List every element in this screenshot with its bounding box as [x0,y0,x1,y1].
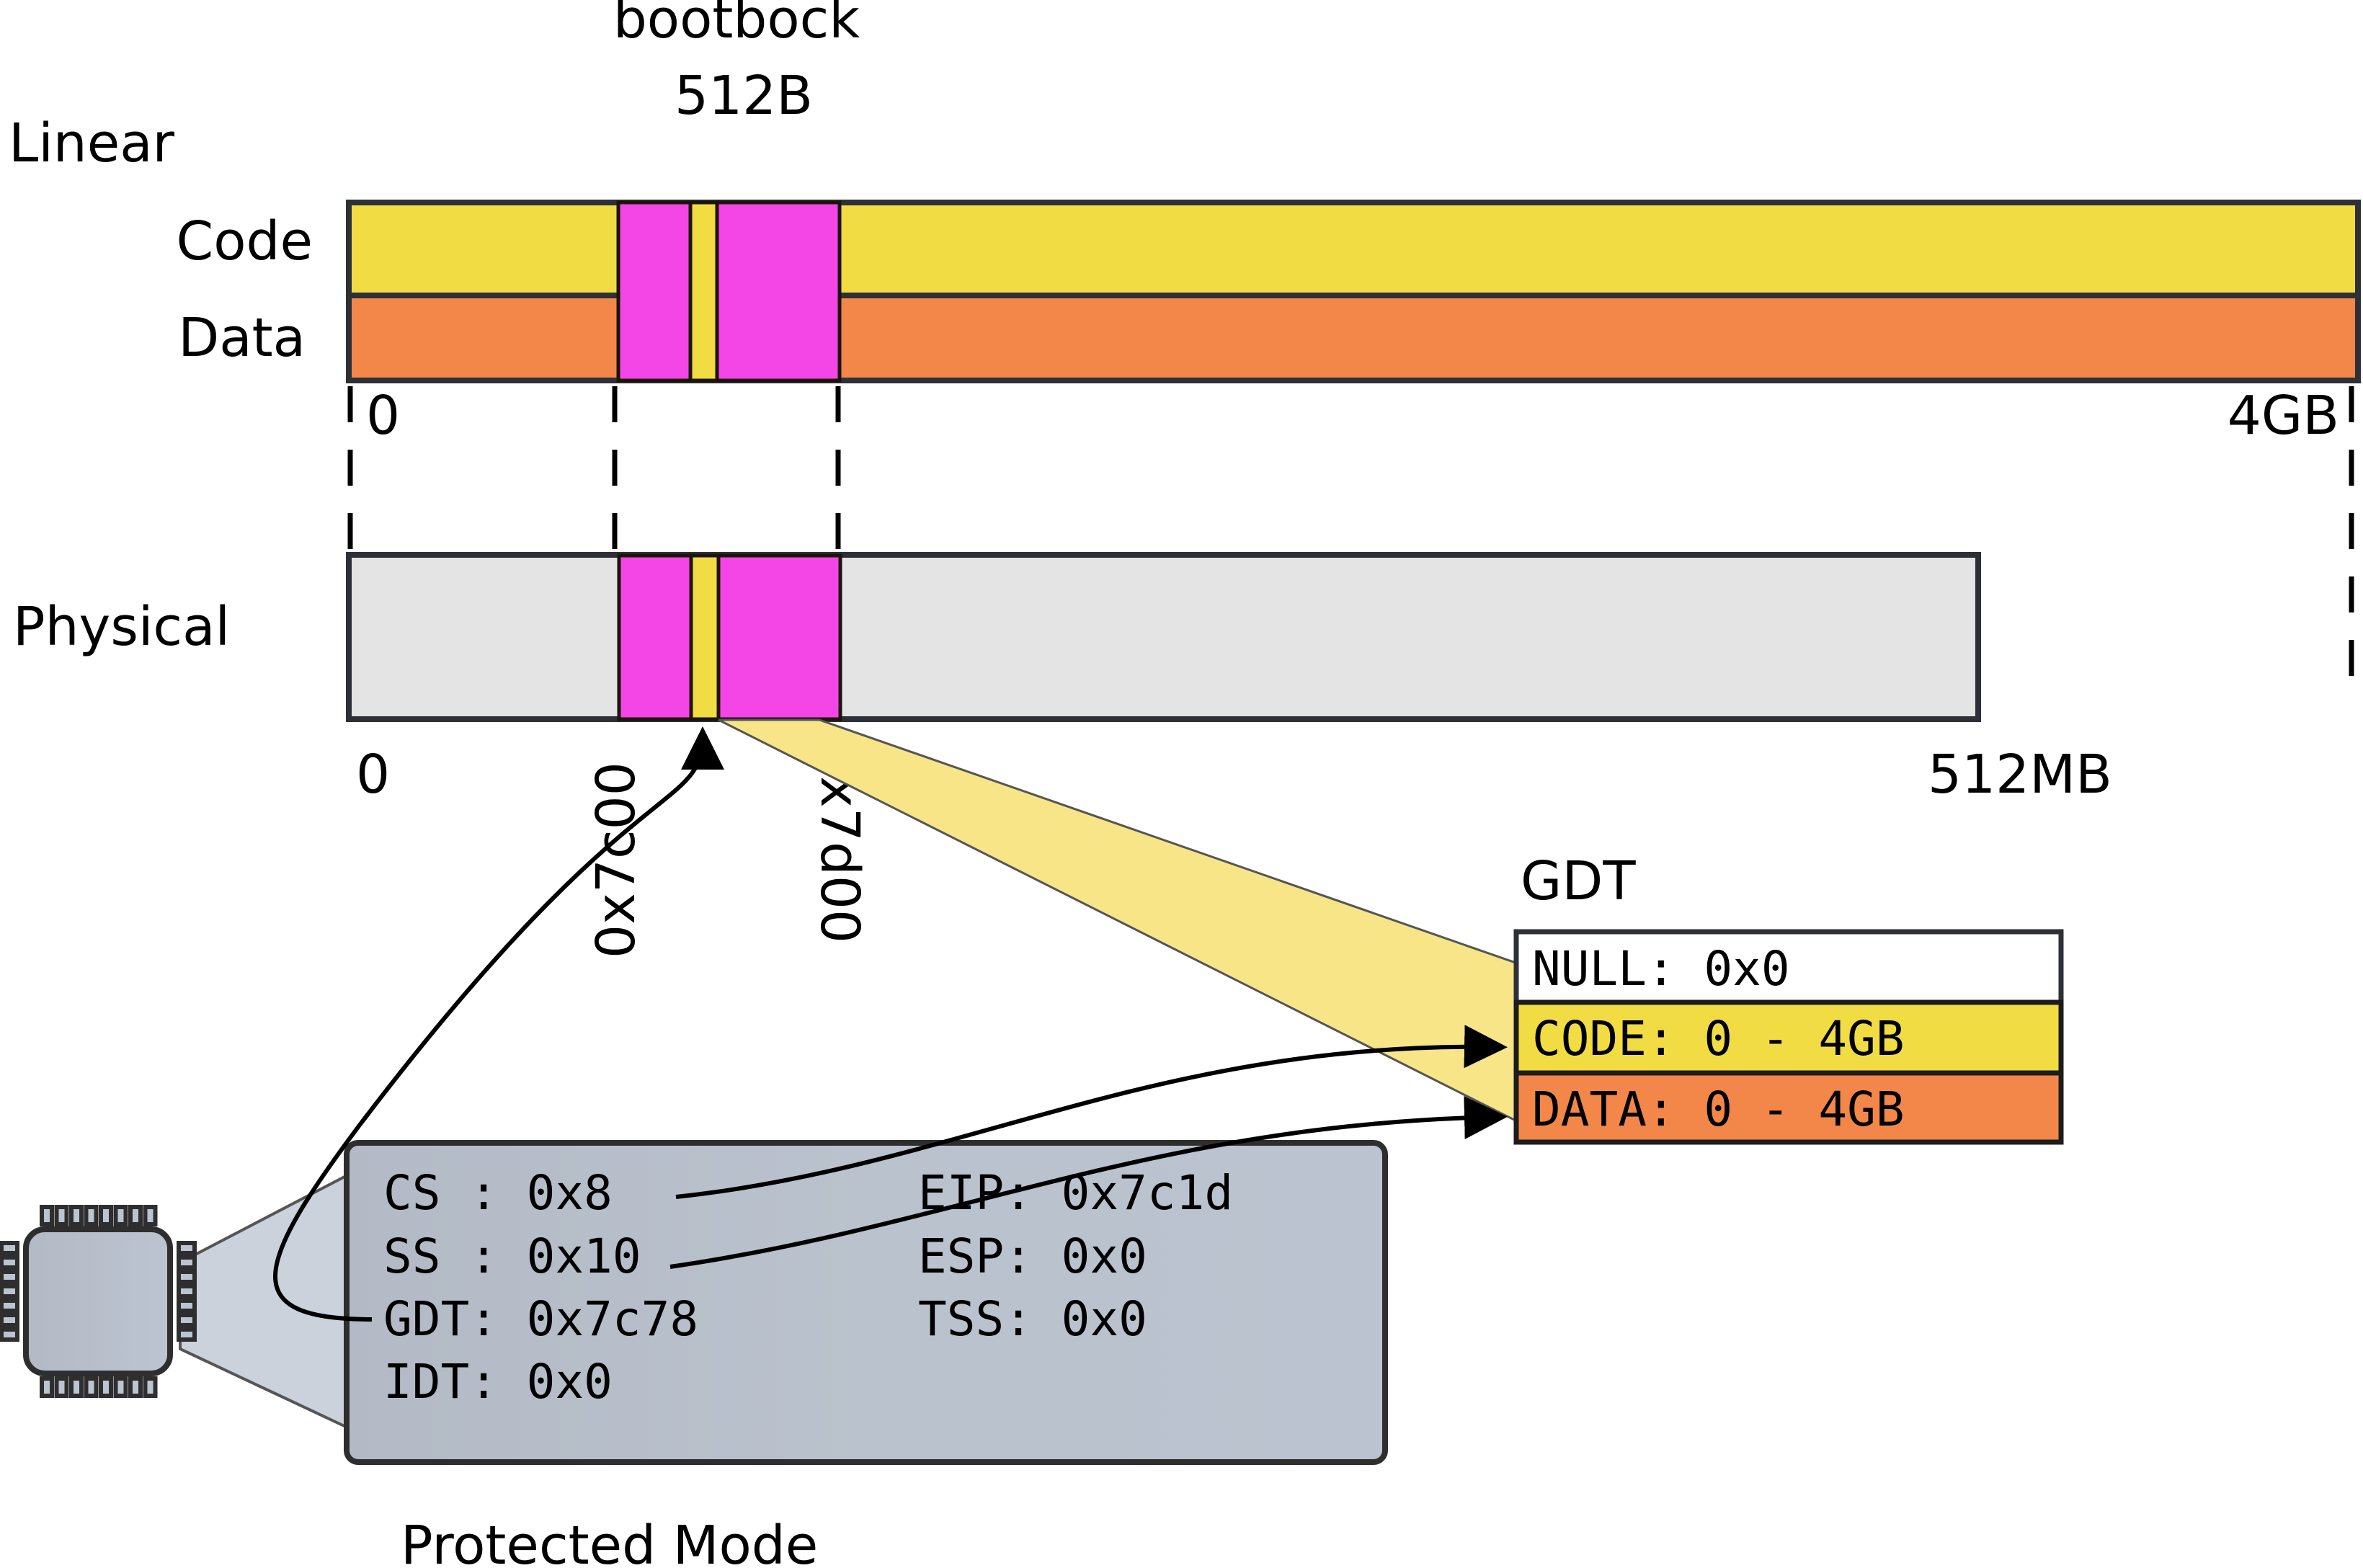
gdt-table: NULL: 0x0 CODE: 0 - 4GB DATA: 0 - 4GB [1513,929,2064,1145]
chip-pin-left [0,1313,19,1327]
chip-pin-right [177,1255,197,1270]
linear-code-label: Code [177,210,313,272]
register-panel [344,1140,1388,1465]
chip-pin-left [0,1284,19,1298]
chip-pin-bottom [128,1376,143,1398]
linear-bar [346,200,2361,383]
physical-bootblock-left [617,553,693,721]
chip-pin-bottom [143,1376,158,1398]
physical-bar [346,552,1981,722]
bootblock-size: 512B [675,65,813,127]
gdt-entry-null-text: NULL: 0x0 [1532,941,1790,997]
chip-pin-right [177,1241,197,1255]
gdt-entry-data-text: DATA: 0 - 4GB [1532,1082,1905,1137]
chip-pin-bottom [40,1376,54,1398]
register-ss: SS : 0x10 [383,1229,641,1284]
chip-pin-top [113,1205,128,1226]
physical-memory [346,552,1981,722]
register-idt: IDT: 0x0 [383,1354,613,1409]
chip-pin-bottom [113,1376,128,1398]
chip-pin-left [0,1270,19,1284]
physical-bootblock-right [716,553,842,721]
cpu-mode-caption: Protected Mode [401,1515,818,1568]
linear-title: Linear [9,112,175,174]
chip-pin-top [84,1205,99,1226]
register-cs: CS : 0x8 [383,1165,613,1221]
registers-left: CS : 0x8 SS : 0x10 GDT: 0x7c78 IDT: 0x0 [383,1165,698,1409]
chip-pin-bottom [84,1376,99,1398]
register-eip: EIP: 0x7c1d [918,1165,1233,1221]
linear-bootblock-gdt-slice [688,200,719,383]
physical-end-label: 512MB [1928,744,2112,806]
chip-pin-top [128,1205,143,1226]
physical-bootblock-gdt-slice [689,553,721,721]
chip-pin-right [177,1284,197,1298]
register-esp: ESP: 0x0 [918,1229,1147,1284]
arrow-cs-to-code [675,1025,1508,1199]
linear-start-label: 0 [366,385,400,447]
gdt-title: GDT [1521,850,1636,912]
chip-pin-top [143,1205,158,1226]
linear-data-label: Data [178,307,306,369]
chip-pin-right [177,1298,197,1313]
chip-pin-left [0,1241,19,1255]
register-gdt: GDT: 0x7c78 [383,1291,698,1347]
gdt-entry-code-text: CODE: 0 - 4GB [1532,1011,1905,1066]
chip-pin-bottom [99,1376,113,1398]
chip-pin-bottom [69,1376,84,1398]
pointer-arrows [273,726,1508,1322]
bootblock-title: bootbock [613,0,860,50]
cpu-zoom-cone [179,1173,347,1430]
chip-pin-top [69,1205,84,1226]
arrow-ss-to-data [669,1096,1508,1269]
linear-bootblock-right [715,200,842,383]
chip-pin-right [177,1327,197,1342]
chip-pin-top [99,1205,113,1226]
chip-pin-top [40,1205,54,1226]
chip-pin-left [0,1298,19,1313]
physical-start-label: 0 [356,744,390,806]
chip-pin-right [177,1313,197,1327]
dashed-guides [347,386,2354,693]
gdt-entry-data [1513,1070,2064,1145]
physical-title: Physical [13,596,230,658]
linear-end-label: 4GB [2228,385,2339,447]
chip-pin-left [0,1255,19,1270]
cpu-chip-icon [0,1205,197,1398]
arrow-gdtr-to-gdt [273,726,724,1322]
chip-pin-top [54,1205,69,1226]
register-tss: TSS: 0x0 [918,1291,1147,1347]
linear-bootblock-left [616,200,693,383]
chip-pin-bottom [54,1376,69,1398]
chip-pin-right [177,1270,197,1284]
chip-pin-left [0,1327,19,1342]
